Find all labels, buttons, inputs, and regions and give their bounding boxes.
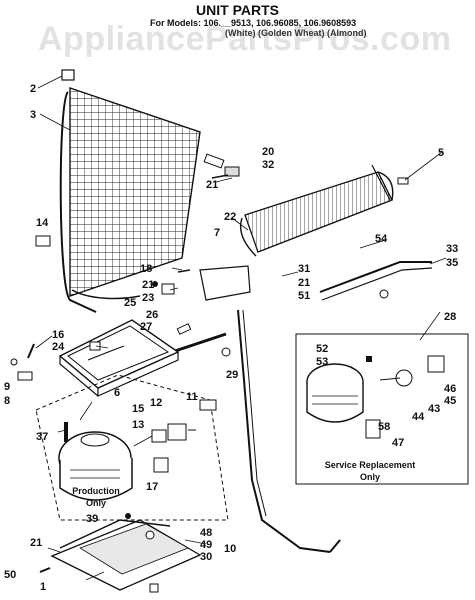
- callout-label: 12: [150, 397, 162, 409]
- base-plate: [39, 519, 202, 593]
- production-note-line1: Production: [72, 486, 120, 496]
- callout-label: 15: [132, 403, 144, 415]
- callout-label: 25: [124, 297, 136, 309]
- callout-label: 47: [392, 437, 404, 449]
- callout-label: 35: [446, 257, 458, 269]
- callout-label: 21: [298, 277, 310, 289]
- callout-label: 7: [214, 227, 220, 239]
- service-note-line1: Service Replacement: [325, 460, 416, 470]
- callout-label: 58: [378, 421, 390, 433]
- callout-label: 21: [142, 279, 154, 291]
- callout-label: 27: [140, 321, 152, 333]
- callout-label: 10: [224, 543, 236, 555]
- callout-label: 6: [114, 387, 120, 399]
- service-replacement-box: [295, 333, 469, 485]
- relay-assembly: [151, 399, 217, 473]
- watermark: AppliancePartsPros.com: [38, 20, 452, 58]
- callout-label: 28: [444, 311, 456, 323]
- condenser-coil: [59, 69, 201, 313]
- callout-label: 26: [146, 309, 158, 321]
- capillary-parts: [171, 323, 231, 357]
- callout-label: 52: [316, 343, 328, 355]
- callout-label: 30: [200, 551, 212, 563]
- callout-label: 37: [36, 431, 48, 443]
- callout-label: 44: [412, 411, 425, 423]
- callout-label: 17: [146, 481, 158, 493]
- callout-label: 9: [4, 381, 10, 393]
- callout-label: 32: [262, 159, 274, 171]
- callout-label: 49: [200, 539, 212, 551]
- callout-label: 8: [4, 395, 10, 407]
- callout-label: 31: [298, 263, 310, 275]
- callout-label: 22: [224, 211, 236, 223]
- callout-label: 51: [298, 290, 310, 302]
- callout-label: 13: [132, 419, 144, 431]
- callout-label: 39: [86, 513, 98, 525]
- callout-label: 48: [200, 527, 212, 539]
- callout-label: 21: [206, 179, 218, 191]
- callout-label: 20: [262, 146, 274, 158]
- callout-label: 33: [446, 243, 458, 255]
- callout-label: 43: [428, 403, 440, 415]
- callout-label: 1: [40, 581, 46, 593]
- callout-label: 54: [375, 233, 388, 245]
- callout-label: 50: [4, 569, 16, 581]
- mounting-bracket: [152, 265, 251, 301]
- leader-lines: [35, 75, 447, 581]
- callout-label: 14: [36, 217, 49, 229]
- production-note-line2: Only: [86, 498, 106, 508]
- drain-tube: [319, 261, 433, 301]
- fin-coil: [239, 164, 409, 257]
- compressor: [58, 422, 133, 519]
- condenser-clip: [203, 153, 240, 179]
- callout-label: 5: [438, 147, 444, 159]
- models-color-line: (White) (Golden Wheat) (Almond): [225, 28, 367, 38]
- diagram-title: UNIT PARTS: [196, 2, 279, 18]
- callout-label: 46: [444, 383, 456, 395]
- callout-label: 16: [52, 329, 64, 341]
- callout-label: 3: [30, 109, 36, 121]
- callout-label: 21: [30, 537, 42, 549]
- misc-hardware: [10, 235, 101, 381]
- callout-label: 2: [30, 83, 36, 95]
- callout-label: 45: [444, 395, 456, 407]
- long-tube: [237, 309, 341, 553]
- drain-pan: [58, 319, 180, 397]
- callout-label: 29: [226, 369, 238, 381]
- models-line: For Models: 106.__9513, 106.96085, 106.9…: [150, 18, 357, 28]
- callout-label: 18: [140, 263, 152, 275]
- service-note-line2: Only: [360, 472, 380, 482]
- callout-label: 24: [52, 341, 65, 353]
- callout-label: 53: [316, 356, 328, 368]
- callout-label: 23: [142, 292, 154, 304]
- callout-label: 11: [186, 391, 198, 403]
